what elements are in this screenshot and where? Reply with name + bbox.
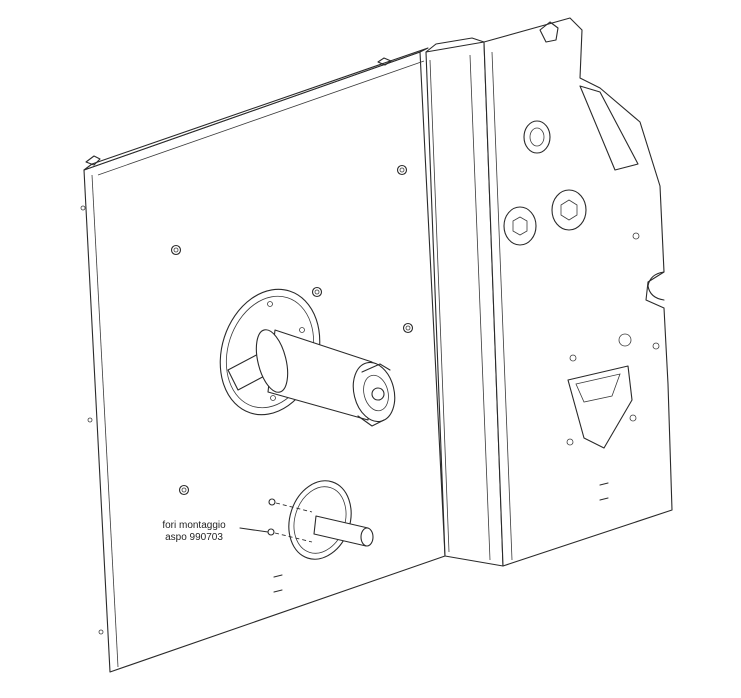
bushing xyxy=(523,120,551,154)
callout-line-2: aspo 990703 xyxy=(165,532,223,543)
stud xyxy=(170,244,182,256)
stud xyxy=(402,322,414,334)
callout-line-1: fori montaggio xyxy=(162,520,226,531)
bushing xyxy=(503,206,537,246)
left-plate-studs xyxy=(80,164,414,635)
main-spindle-assembly xyxy=(219,288,396,427)
callout-leader xyxy=(239,527,269,533)
stud xyxy=(178,484,190,496)
right-plate-cutout xyxy=(567,365,633,449)
mounting-holes-callout: fori montaggio aspo 990703 xyxy=(148,520,240,544)
lower-spindle-disc xyxy=(288,480,374,560)
bushing xyxy=(551,189,587,231)
right-plate xyxy=(483,17,673,567)
stud xyxy=(311,286,323,298)
right-plate-bushings xyxy=(503,120,660,446)
stud xyxy=(396,164,408,176)
slot-marks-left xyxy=(273,574,283,593)
slot-marks-right xyxy=(599,482,609,501)
